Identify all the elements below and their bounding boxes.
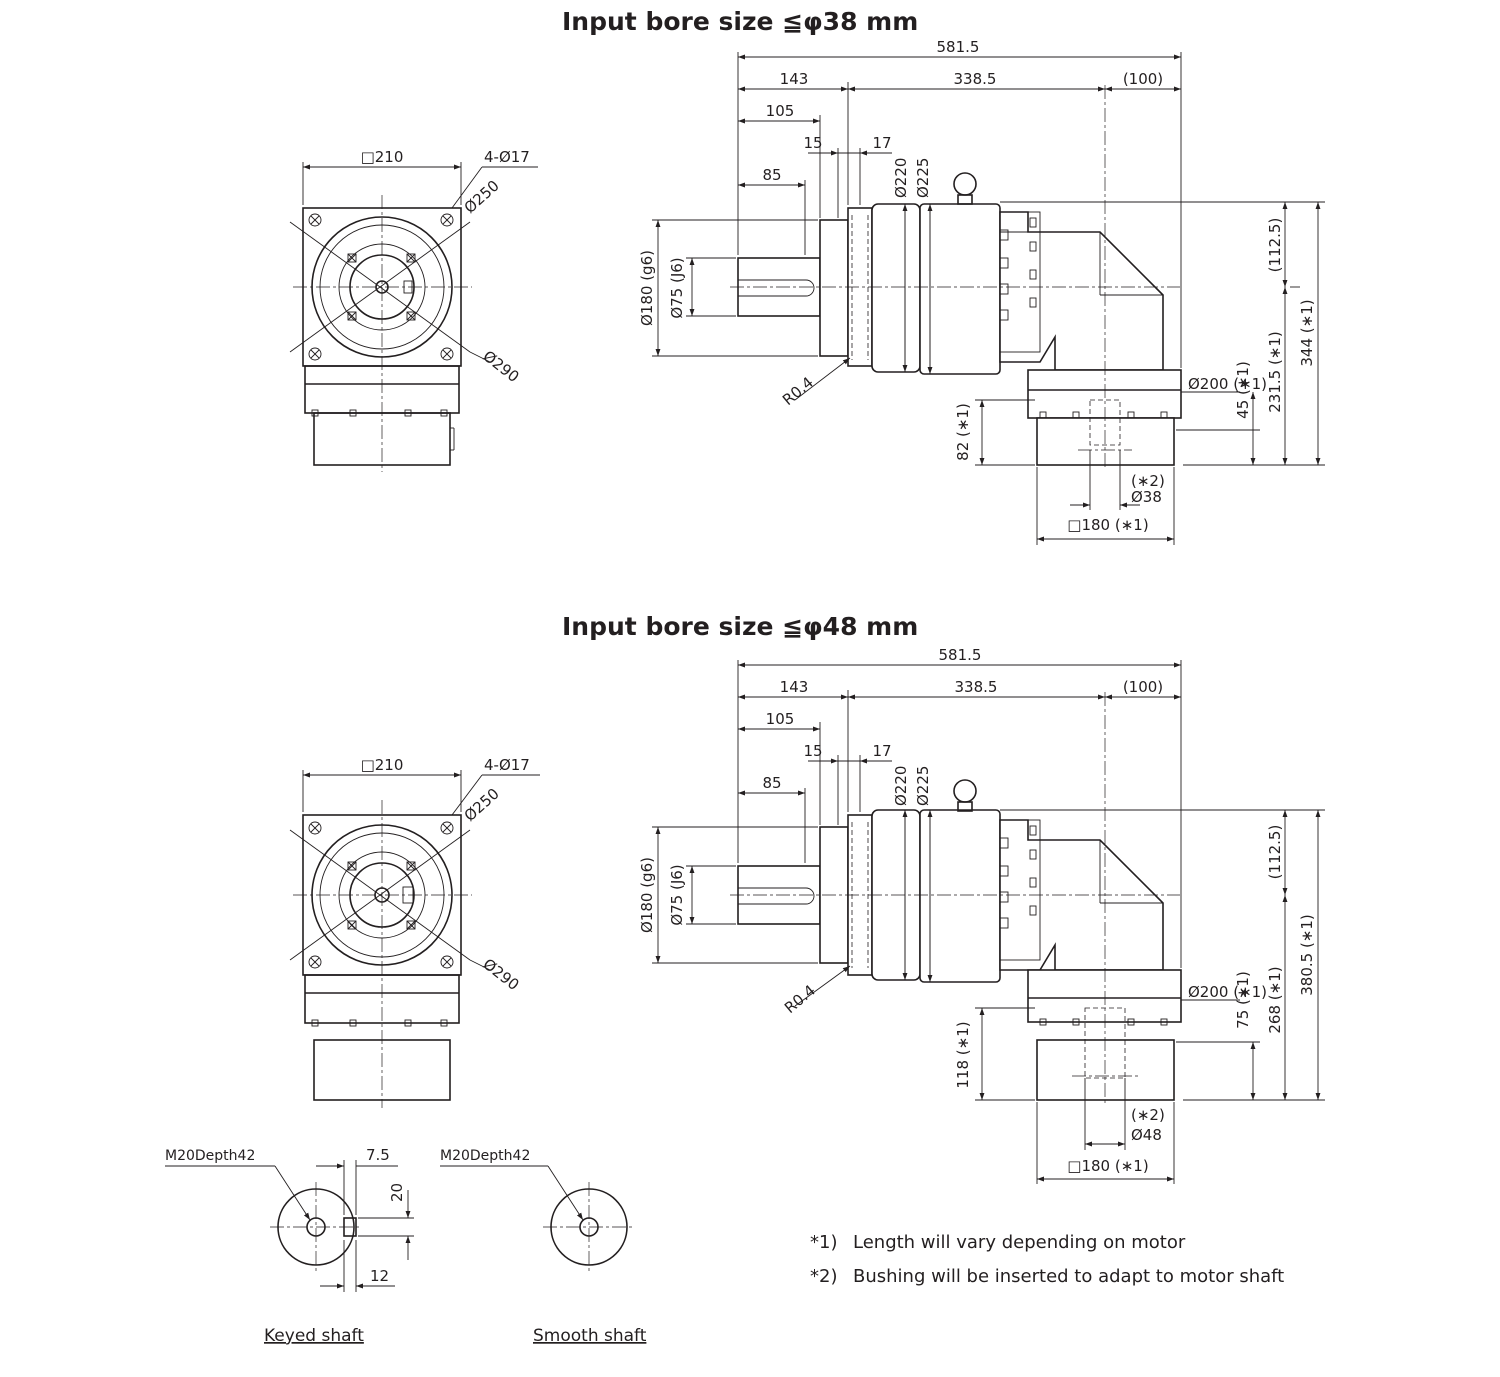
keyed-shaft-caption: Keyed shaft: [264, 1326, 364, 1346]
top-200-label: Ø200 (∗1): [1188, 375, 1267, 393]
top-82-label: 82 (∗1): [954, 403, 972, 461]
bottom-15-label: 15: [803, 742, 822, 760]
bottom-75-label: 75 (∗1): [1234, 971, 1252, 1029]
top-112-label: (112.5): [1266, 218, 1284, 273]
bottom-180g6-label: Ø180 (g6): [638, 857, 656, 933]
front-view-top: [289, 162, 538, 472]
bottom-note2-label: (∗2): [1131, 1106, 1165, 1124]
keyed-tap-label: M20Depth42: [165, 1148, 255, 1164]
top-100-label: (100): [1123, 70, 1163, 88]
bottom-75j6-label: Ø75 (J6): [668, 864, 686, 925]
title-top: Input bore size ≦φ38 mm: [562, 7, 918, 36]
front-view-bottom: [289, 770, 540, 1108]
key-75-label: 7.5: [366, 1146, 390, 1164]
bottom-220-label: Ø220: [892, 766, 910, 806]
title-bottom: Input bore size ≦φ48 mm: [562, 612, 918, 641]
top-338-label: 338.5: [954, 70, 997, 88]
front-top-pcd-label: Ø250: [461, 177, 503, 217]
bottom-overall-label: 581.5: [939, 646, 982, 664]
note-2-text: Bushing will be inserted to adapt to mot…: [853, 1266, 1284, 1287]
note-2-mark: *2): [810, 1266, 837, 1287]
bottom-225-label: Ø225: [914, 766, 932, 806]
bottom-338-label: 338.5: [955, 678, 998, 696]
keyed-shaft-detail: [165, 1160, 414, 1292]
key-12-label: 12: [370, 1267, 389, 1285]
bottom-bore-label: Ø48: [1131, 1126, 1162, 1144]
front-bottom-outer-label: Ø290: [480, 955, 523, 994]
top-r04-label: R0.4: [779, 373, 817, 409]
bottom-85-label: 85: [762, 774, 781, 792]
bottom-380-label: 380.5 (∗1): [1298, 914, 1316, 996]
top-85-label: 85: [762, 166, 781, 184]
top-45-label: 45 (∗1): [1234, 361, 1252, 419]
bottom-r04-label: R0.4: [781, 981, 819, 1017]
bottom-sq180-label: □180 (∗1): [1067, 1157, 1148, 1175]
top-note2-label: (∗2): [1131, 472, 1165, 490]
bottom-17-label: 17: [872, 742, 891, 760]
smooth-shaft-detail: [440, 1165, 635, 1272]
top-231-label: 231.5 (∗1): [1266, 331, 1284, 413]
front-bottom-holes-label: 4-Ø17: [484, 756, 530, 774]
side-view-top: [652, 52, 1325, 545]
top-15-label: 15: [803, 134, 822, 152]
top-143-label: 143: [780, 70, 809, 88]
front-top-outer-label: Ø290: [480, 347, 523, 386]
bottom-100-label: (100): [1123, 678, 1163, 696]
note-1-text: Length will vary depending on motor: [853, 1232, 1186, 1253]
key-20-label: 20: [388, 1183, 406, 1202]
bottom-143-label: 143: [780, 678, 809, 696]
front-top-square-label: □210: [361, 148, 404, 166]
bottom-268-label: 268 (∗1): [1266, 966, 1284, 1033]
top-17-label: 17: [872, 134, 891, 152]
top-180g6-label: Ø180 (g6): [638, 250, 656, 326]
top-220-label: Ø220: [892, 158, 910, 198]
smooth-shaft-caption: Smooth shaft: [533, 1326, 647, 1346]
top-105-label: 105: [766, 102, 795, 120]
top-344-label: 344 (∗1): [1298, 299, 1316, 366]
top-overall-label: 581.5: [937, 38, 980, 56]
note-1-mark: *1): [810, 1232, 837, 1253]
side-view-bottom: [652, 660, 1325, 1184]
top-75j6-label: Ø75 (J6): [668, 257, 686, 318]
bottom-200-label: Ø200 (∗1): [1188, 983, 1267, 1001]
bottom-112-label: (112.5): [1266, 825, 1284, 880]
front-bottom-square-label: □210: [361, 756, 404, 774]
front-top-holes-label: 4-Ø17: [484, 148, 530, 166]
smooth-tap-label: M20Depth42: [440, 1148, 530, 1164]
top-bore-label: Ø38: [1131, 488, 1162, 506]
top-225-label: Ø225: [914, 158, 932, 198]
bottom-118-label: 118 (∗1): [954, 1021, 972, 1088]
top-sq180-label: □180 (∗1): [1067, 516, 1148, 534]
bottom-105-label: 105: [766, 710, 795, 728]
front-bottom-pcd-label: Ø250: [461, 785, 503, 825]
